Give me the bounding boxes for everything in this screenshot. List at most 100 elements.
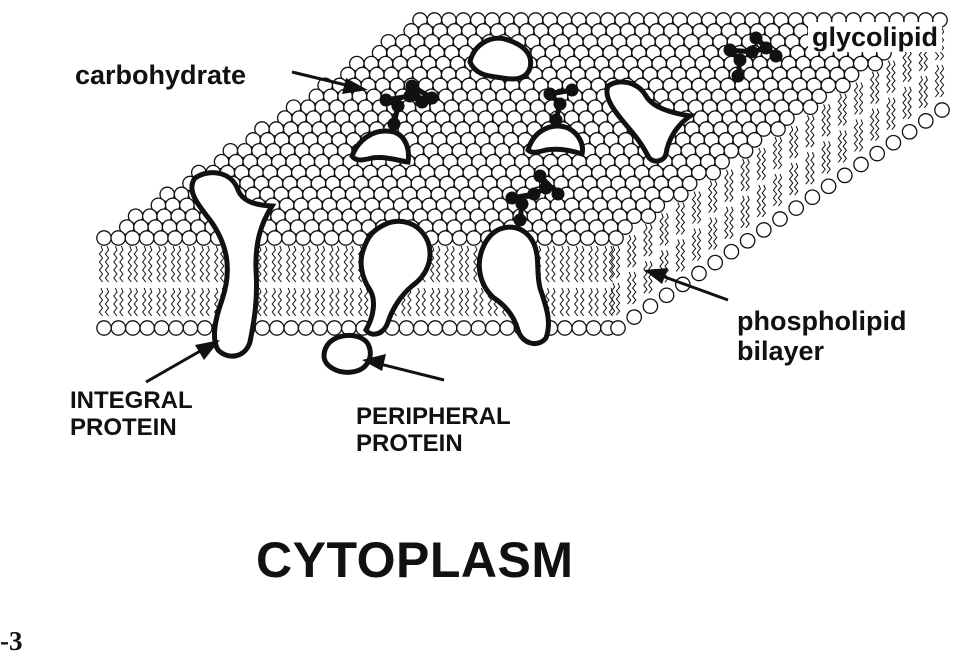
surface-head	[867, 55, 884, 72]
front-head	[281, 230, 297, 246]
sugar-bead	[565, 83, 579, 97]
front-edge-heads	[96, 230, 624, 246]
side-tail	[691, 228, 697, 261]
sugar-bead	[415, 95, 429, 109]
side-tail	[707, 217, 713, 250]
side-tail	[756, 184, 762, 218]
front-head	[138, 230, 155, 246]
lipid-tail	[277, 245, 283, 283]
side-tail	[761, 184, 767, 218]
sugar-bead	[405, 79, 419, 93]
lower-head	[182, 320, 199, 336]
side-tail	[934, 64, 940, 98]
lipid-tail	[608, 287, 614, 317]
side-tail	[853, 119, 859, 152]
side-tail	[891, 97, 896, 131]
surface-head	[649, 197, 666, 214]
sugar-bead	[733, 53, 747, 67]
lipid-tail	[421, 287, 427, 317]
channel-protein-mid	[525, 123, 585, 158]
surface-head	[770, 121, 786, 137]
lipid-tail	[335, 245, 340, 283]
lipid-tail	[464, 245, 470, 283]
lipid-tail	[306, 245, 311, 283]
sugar-bead	[543, 87, 557, 101]
side-tail	[777, 173, 783, 207]
surface-head	[802, 99, 819, 116]
integral-protein-left	[189, 170, 277, 359]
lipid-tail	[213, 245, 219, 283]
side-lower-head	[853, 156, 869, 173]
side-tail	[772, 136, 778, 170]
lipid-tail	[205, 287, 211, 317]
surface-head	[617, 219, 633, 235]
lower-head	[268, 320, 285, 336]
carbohydrate-chains	[379, 31, 783, 227]
side-tail	[712, 217, 718, 250]
side-lower-head	[885, 134, 902, 151]
sugar-bead	[539, 181, 553, 195]
lower-head	[124, 320, 141, 336]
side-tail	[675, 239, 681, 272]
side-tail	[826, 104, 831, 137]
side-tail	[615, 282, 621, 316]
lipid-tail	[458, 245, 464, 283]
lower-head	[571, 320, 588, 336]
lipid-tail	[219, 245, 225, 283]
surface-head	[705, 164, 722, 181]
lipid-tail	[119, 287, 124, 317]
sugar-bead	[513, 213, 527, 227]
lipid-tail	[565, 287, 571, 317]
side-tail	[810, 152, 815, 185]
lipid-tail	[185, 245, 190, 283]
lower-head	[312, 320, 328, 336]
side-tail	[761, 147, 767, 181]
sugar-bead	[505, 191, 519, 205]
sugar-bead	[769, 49, 783, 63]
lipid-tail	[559, 245, 565, 283]
sugar-bead	[749, 31, 763, 45]
side-tail	[805, 115, 810, 148]
integral-protein-label: INTEGRAL PROTEIN	[70, 387, 193, 442]
side-lower-head	[755, 222, 772, 238]
lipid-tail	[545, 245, 550, 283]
lower-head	[556, 320, 573, 336]
phospholipid-bilayer-label: phospholipid bilayer	[737, 306, 906, 366]
lipid-tail	[205, 245, 211, 283]
sugar-bead	[379, 93, 393, 107]
front-head	[565, 230, 582, 246]
lipid-tail	[300, 245, 305, 283]
lipid-tail	[263, 245, 268, 283]
lipid-tail	[357, 287, 363, 317]
sugar-bead	[731, 69, 745, 83]
integral-protein-line-2: PROTEIN	[70, 413, 177, 441]
lipid-tail	[579, 245, 585, 283]
side-lower-head	[934, 102, 950, 118]
surface-head	[843, 66, 860, 83]
lipid-tail	[458, 287, 464, 317]
lipid-tail	[277, 287, 283, 317]
side-tail	[837, 130, 843, 163]
side-tail	[874, 71, 880, 104]
peripheral-protein-cap	[321, 333, 373, 375]
lipid-tail	[285, 287, 291, 317]
surface-head	[779, 110, 795, 126]
side-lower-head	[820, 178, 837, 195]
side-tail	[626, 234, 632, 268]
lipid-tail	[170, 245, 176, 283]
lower-head	[499, 320, 516, 336]
side-tail	[729, 206, 734, 240]
side-tail	[680, 202, 686, 235]
lipid-tail	[559, 287, 565, 317]
front-head	[124, 230, 141, 246]
lipid-tail	[320, 245, 326, 283]
side-tail	[923, 75, 929, 109]
side-tail	[724, 169, 729, 203]
side-tail	[643, 224, 648, 257]
lipid-tail	[98, 287, 104, 317]
side-tail	[740, 158, 745, 192]
side-tail	[810, 115, 815, 148]
side-tail	[886, 97, 891, 131]
side-lower-head	[707, 254, 724, 271]
